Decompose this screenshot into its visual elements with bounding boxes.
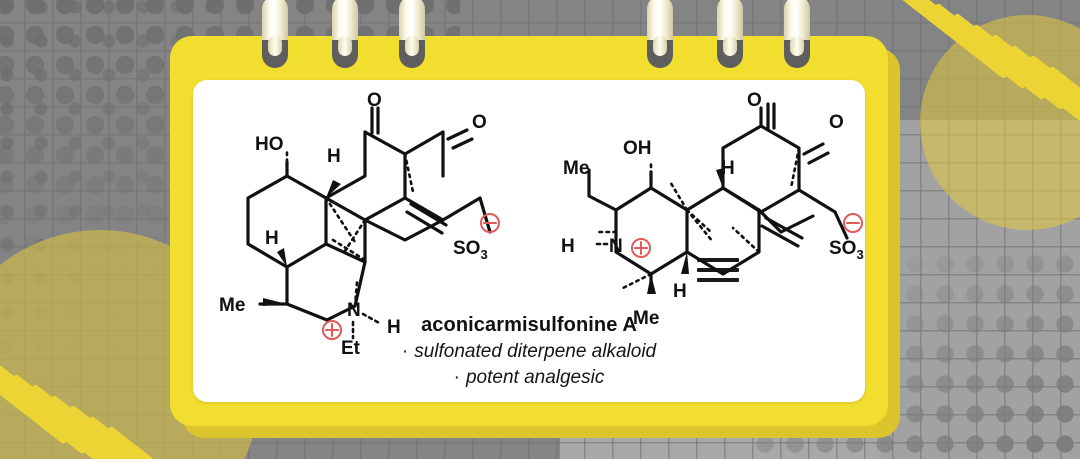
atom-label-H-bottom: H <box>673 281 687 302</box>
binding-ring-1 <box>332 0 358 74</box>
chemical-structure-left: HO H O O H Me N H Et SO3 <box>215 90 515 367</box>
caption-bullet-0: ·sulfonated diterpene alkaloid <box>193 341 865 363</box>
atom-label-SO3: SO3 <box>829 238 864 262</box>
bullet-text: potent analgesic <box>465 367 605 388</box>
atom-label-O-top: O <box>747 90 762 111</box>
atom-label-Me: Me <box>219 295 245 316</box>
binding-ring-0 <box>262 0 288 74</box>
atom-label-Me-top: Me <box>563 158 589 179</box>
atom-label-O-top: O <box>367 90 382 111</box>
bullet-text: sulfonated diterpene alkaloid <box>414 341 657 362</box>
binding-ring-2 <box>399 0 425 74</box>
atom-label-H-left: H <box>561 236 575 257</box>
caption-bullet-1: ·potent analgesic <box>193 367 865 389</box>
atom-label-N: N <box>347 300 361 321</box>
atom-label-HO: HO <box>255 134 284 155</box>
notepad-paper: HO H O O H Me N H Et SO3 <box>193 80 865 402</box>
compound-name: aconicarmisulfonine A <box>421 314 637 336</box>
binding-ring-4 <box>717 0 743 74</box>
charge-minus-sulfonate <box>480 213 500 233</box>
atom-label-O-right: O <box>829 112 844 133</box>
binding-ring-3 <box>647 0 673 74</box>
atom-label-N: N <box>609 236 623 257</box>
charge-plus-N <box>322 320 342 340</box>
atom-label-SO3: SO3 <box>453 238 488 262</box>
caption-block: aconicarmisulfonine A ·sulfonated diterp… <box>193 314 865 389</box>
atom-label-Et: Et <box>341 338 361 359</box>
atom-label-H-top: H <box>327 146 341 167</box>
atom-label-O-right: O <box>472 112 487 133</box>
charge-minus-sulfonate <box>843 213 863 233</box>
bullet-marker: · <box>453 367 460 388</box>
atom-label-OH: OH <box>623 138 652 159</box>
bullet-marker: · <box>401 341 409 362</box>
atom-label-H-left: H <box>265 228 279 249</box>
charge-plus-N <box>631 238 651 258</box>
atom-label-H-top: H <box>721 158 735 179</box>
chemical-structure-right: OH Me H N H Me H O O SO3 <box>561 90 865 367</box>
atom-label-Me-bottom: Me <box>633 308 659 329</box>
diagonal-stripes-top-right <box>890 0 1080 160</box>
atom-label-H-NH: H <box>387 317 401 338</box>
binding-ring-5 <box>784 0 810 74</box>
